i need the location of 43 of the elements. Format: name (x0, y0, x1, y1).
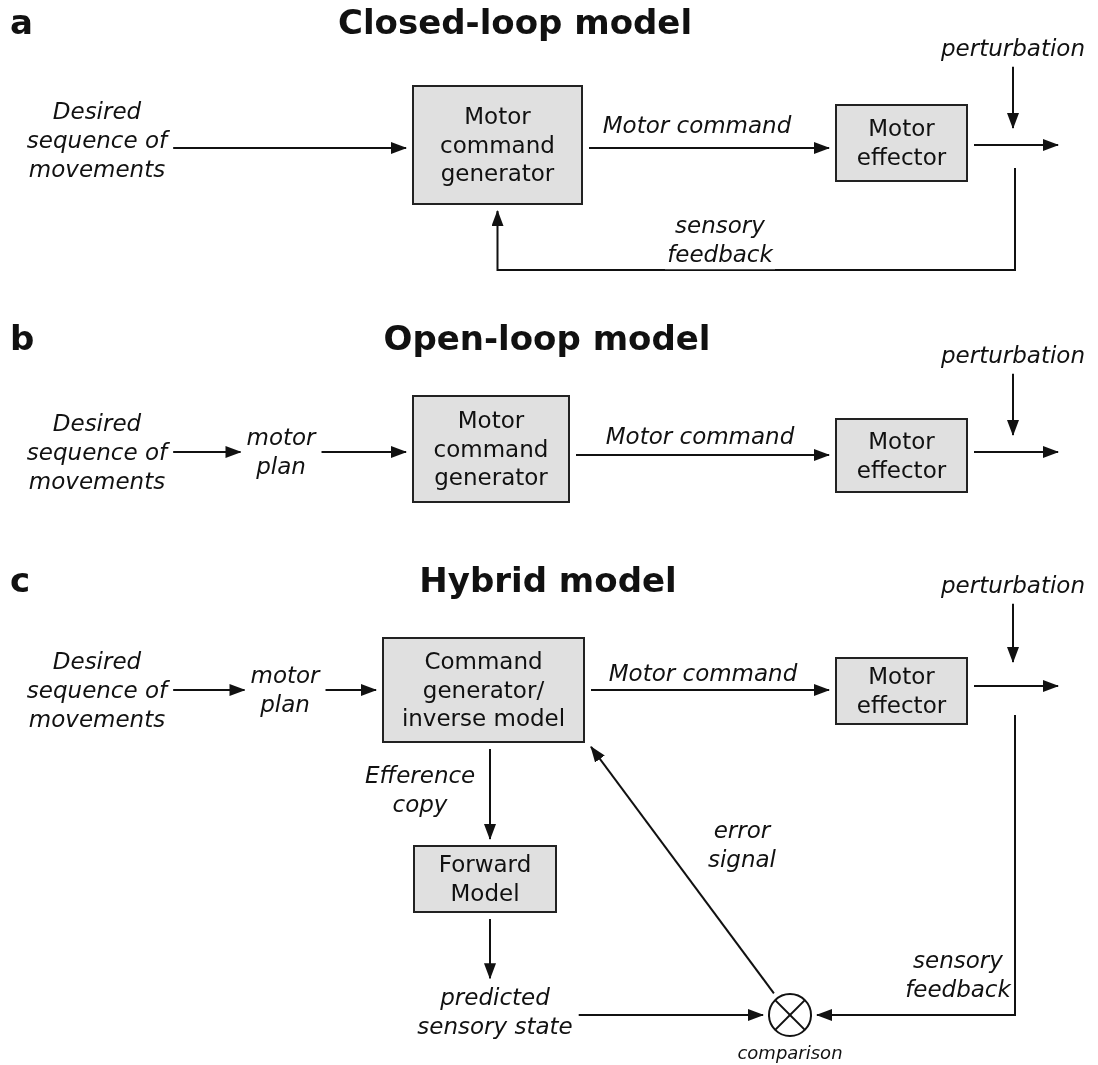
process-box: Motor effector (835, 418, 968, 493)
arrow (1007, 372, 1019, 436)
panel-heading: Open-loop model (383, 318, 711, 358)
process-box: Command generator/ inverse model (382, 637, 585, 743)
arrow (484, 918, 496, 980)
signal-label: Desired sequence of movements (9, 96, 185, 184)
panel-heading: Closed-loop model (337, 2, 693, 42)
arrow (172, 684, 246, 696)
arrow (973, 446, 1059, 458)
signal-label: perturbation (925, 340, 1098, 370)
arrow (590, 684, 830, 696)
arrow (491, 167, 1016, 271)
node-caption: comparison (737, 1042, 843, 1063)
arrow (816, 714, 1016, 1021)
arrow (973, 680, 1059, 692)
panel-letter: b (10, 318, 35, 358)
process-box: Forward Model (413, 845, 557, 913)
signal-label: Desired sequence of movements (9, 646, 185, 734)
arrow (324, 684, 377, 696)
panel-letter: a (10, 2, 33, 42)
panel-heading: Hybrid model (419, 560, 677, 600)
arrow (1007, 602, 1019, 663)
signal-label: Desired sequence of movements (9, 408, 185, 496)
signal-label: perturbation (925, 33, 1098, 63)
signal-label: perturbation (925, 570, 1098, 600)
process-box: Motor effector (835, 104, 968, 182)
arrow (973, 139, 1059, 151)
process-box: Motor effector (835, 657, 968, 725)
panel-letter: c (10, 560, 31, 600)
arrow (1007, 65, 1019, 129)
arrow (172, 142, 407, 154)
signal-label: motor plan (231, 423, 331, 481)
arrow (575, 449, 830, 461)
arrow (320, 446, 407, 458)
arrow (577, 1009, 764, 1021)
signal-label: predicted sensory state (402, 983, 588, 1041)
arrow (172, 446, 242, 458)
arrow (484, 748, 496, 840)
signal-label: motor plan (235, 661, 335, 719)
arrow (590, 745, 775, 995)
process-box: Motor command generator (412, 395, 570, 503)
process-box: Motor command generator (412, 85, 583, 205)
arrow (588, 142, 830, 154)
